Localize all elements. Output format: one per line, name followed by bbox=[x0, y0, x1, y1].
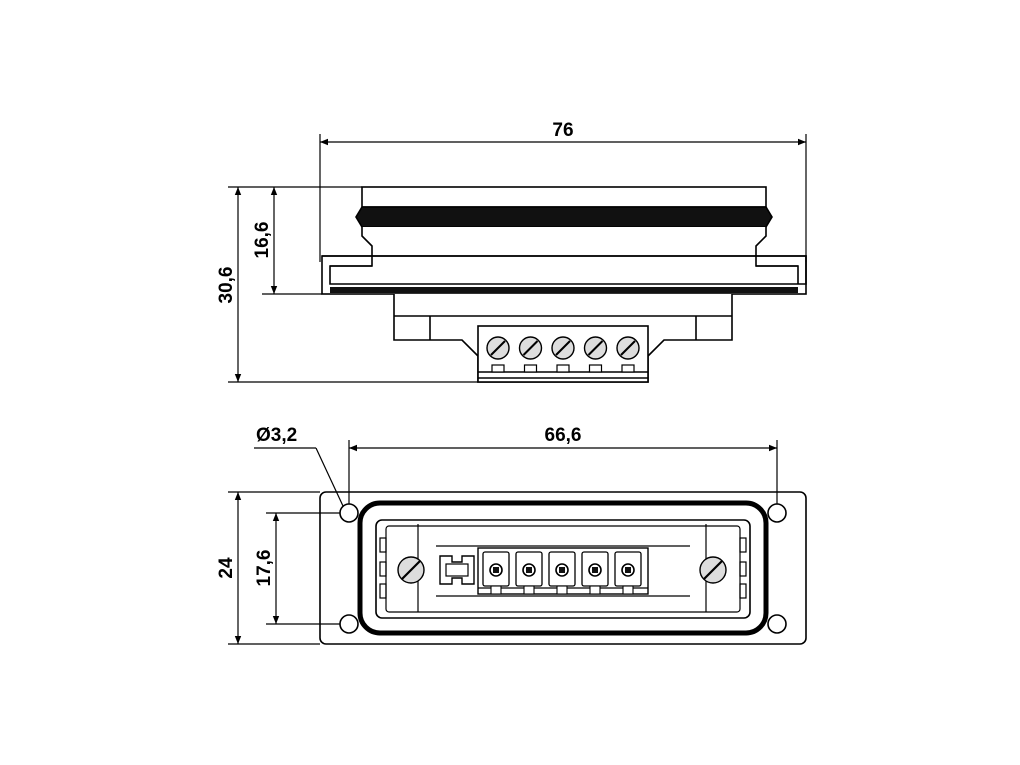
dim-overall-height: 30,6 bbox=[216, 267, 237, 304]
terminal-screw bbox=[486, 336, 510, 373]
flange-bottom-band bbox=[330, 287, 798, 293]
terminal-clamp bbox=[482, 551, 510, 595]
dim-hole-diameter: Ø3,2 bbox=[256, 425, 297, 446]
front-inner-housing bbox=[375, 519, 751, 619]
gasket bbox=[355, 206, 773, 228]
flange bbox=[322, 255, 807, 285]
dim-inner-height: 17,6 bbox=[254, 550, 275, 587]
terminal-screw bbox=[518, 336, 543, 373]
coding-key bbox=[439, 555, 475, 585]
side-dimensions bbox=[228, 134, 807, 383]
terminal-screw bbox=[583, 336, 608, 373]
dim-front-height: 24 bbox=[216, 557, 237, 579]
fixing-screw-left bbox=[397, 556, 425, 584]
cover-lower bbox=[361, 227, 767, 257]
dim-upper-height: 16,6 bbox=[252, 222, 273, 259]
terminal-clamp bbox=[515, 551, 543, 595]
dim-hole-spacing: 66,6 bbox=[545, 425, 582, 446]
fixing-screw-right bbox=[699, 556, 727, 584]
cover-top bbox=[361, 186, 767, 208]
mount-hole-bottom-right bbox=[767, 614, 787, 634]
front-dimensions bbox=[228, 440, 778, 645]
terminal-clamp bbox=[581, 551, 609, 595]
front-gasket bbox=[357, 500, 769, 636]
terminal-screw bbox=[616, 336, 640, 373]
terminal-clamp bbox=[548, 551, 576, 595]
side-terminal-screws bbox=[486, 336, 640, 373]
dim-overall-width: 76 bbox=[552, 120, 573, 141]
terminal-screw bbox=[551, 336, 575, 373]
front-terminals bbox=[482, 551, 642, 595]
terminal-clamp bbox=[614, 551, 642, 595]
